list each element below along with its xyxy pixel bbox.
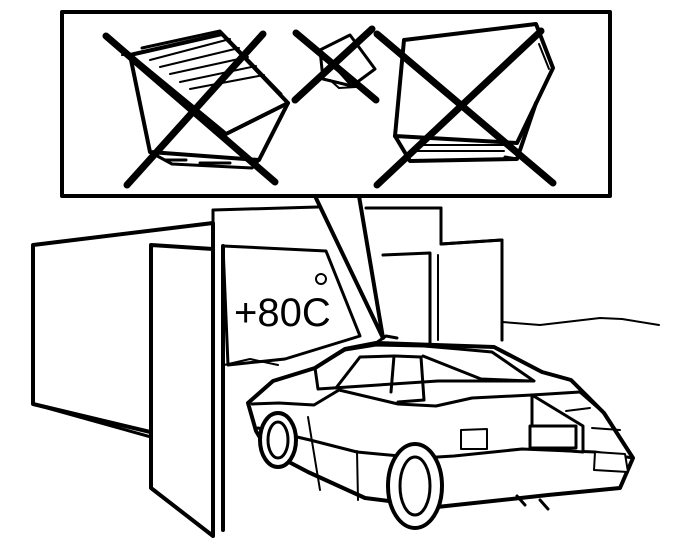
rear-window xyxy=(393,354,426,404)
cross-left-icon xyxy=(102,30,279,189)
rear-wheel xyxy=(386,442,444,530)
cross-marks xyxy=(102,25,557,189)
car xyxy=(246,334,635,530)
cross-center-icon xyxy=(291,25,380,104)
left-door xyxy=(149,243,215,538)
license-plate xyxy=(528,424,578,450)
front-wheel xyxy=(258,411,298,469)
cross-right-icon xyxy=(373,27,557,189)
tail-light-left xyxy=(460,428,488,450)
degree-symbol-icon xyxy=(315,273,327,285)
temperature-label: +80C xyxy=(234,291,331,335)
front-window xyxy=(334,354,396,394)
temperature-label-group: +80C xyxy=(234,273,331,335)
car-windshield-area xyxy=(313,343,536,391)
control-module-left xyxy=(121,29,290,170)
tail-light-right xyxy=(593,451,629,473)
